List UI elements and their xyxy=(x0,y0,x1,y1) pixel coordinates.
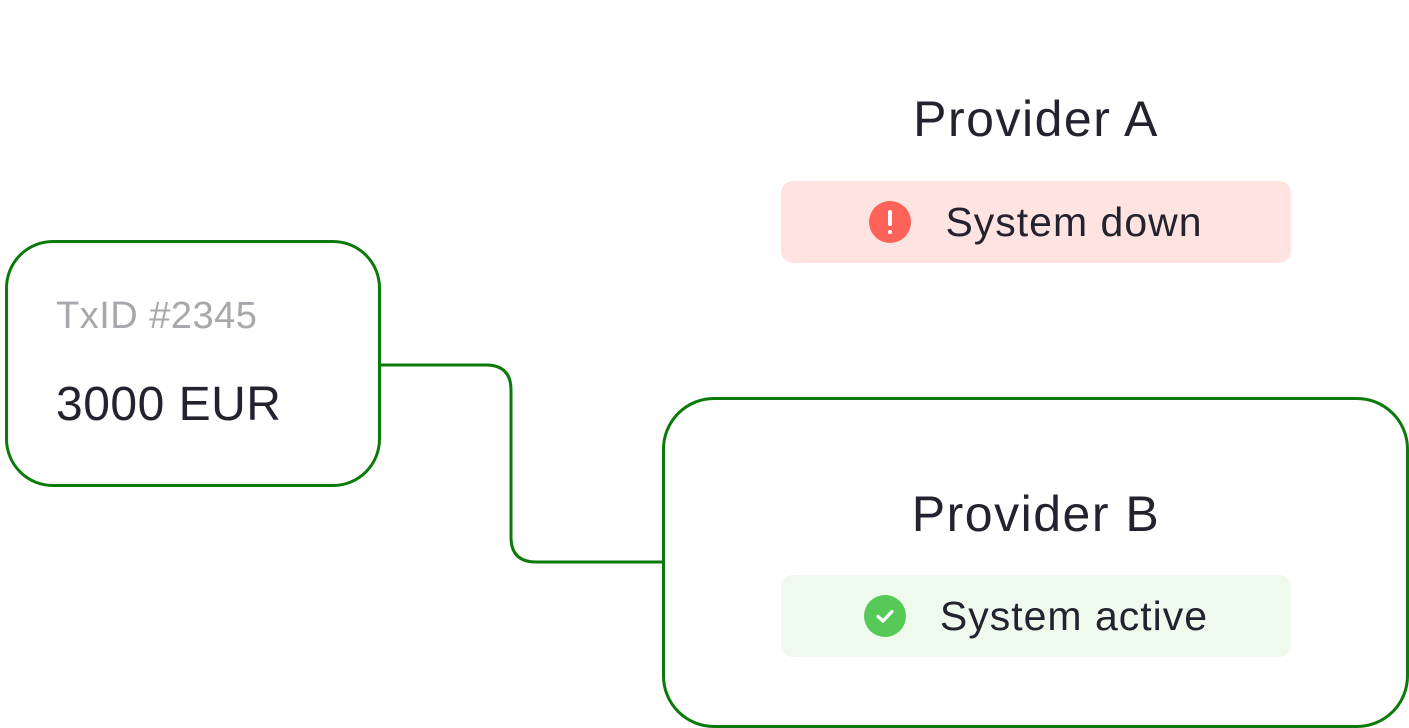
provider-a-node: Provider A System down xyxy=(781,80,1291,270)
provider-a-status-badge: System down xyxy=(781,181,1291,263)
transaction-card: TxID #2345 3000 EUR xyxy=(5,240,381,487)
alert-icon xyxy=(869,201,912,243)
provider-b-card: Provider B System active xyxy=(662,397,1409,728)
check-icon xyxy=(863,595,906,637)
provider-a-status-text: System down xyxy=(945,198,1203,245)
transaction-amount: 3000 EUR xyxy=(56,378,282,431)
provider-b-status-badge: System active xyxy=(781,575,1291,657)
provider-a-title: Provider A xyxy=(913,91,1159,147)
provider-b-status-text: System active xyxy=(939,592,1209,639)
transaction-id: TxID #2345 xyxy=(56,295,258,337)
provider-b-title: Provider B xyxy=(911,486,1161,542)
